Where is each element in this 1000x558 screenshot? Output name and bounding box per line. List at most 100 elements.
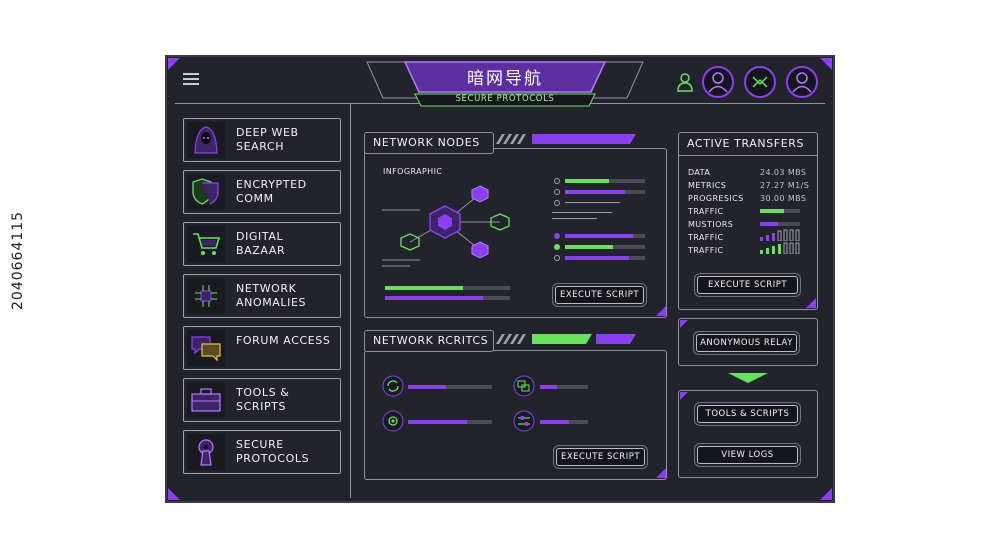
sidebar-item-network-anomalies[interactable]: NETWORK ANOMALIES xyxy=(183,274,341,318)
stock-id-watermark: 2040664115 xyxy=(10,210,26,310)
transfer-label: TRAFFIC xyxy=(688,233,724,242)
sidebar-item-label: DEEP WEB SEARCH xyxy=(236,126,299,153)
progress-bar-fill xyxy=(385,296,483,300)
status-dot xyxy=(554,233,560,239)
signal-bars-icon xyxy=(760,229,800,241)
metric-bar xyxy=(565,256,645,260)
progress-bar-fill xyxy=(385,286,463,290)
network-critics-panel xyxy=(364,350,667,480)
text-line xyxy=(565,202,620,203)
monitors-bar-fill xyxy=(760,222,778,226)
keyhole-icon xyxy=(187,434,225,470)
sidebar-item-label: ENCRYPTED COMM xyxy=(236,178,307,205)
sidebar-divider xyxy=(350,103,351,498)
active-transfers-panel xyxy=(678,132,818,310)
copy-windows-icon[interactable] xyxy=(513,375,535,397)
network-nodes-panel xyxy=(364,148,667,318)
network-critics-tab xyxy=(364,330,494,352)
metric-bar-fill xyxy=(565,256,629,260)
anonymous-relay-button[interactable]: ANONYMOUS RELAY xyxy=(696,334,797,352)
corner-accent xyxy=(806,298,816,308)
network-nodes-tab xyxy=(364,132,494,154)
view-logs-button[interactable]: VIEW LOGS xyxy=(697,446,798,464)
user-outline-icon[interactable] xyxy=(677,72,693,92)
hooded-figure-icon xyxy=(187,122,225,158)
sidebar-item-digital-bazaar[interactable]: DIGITAL BAZAAR xyxy=(183,222,341,266)
progress-bar xyxy=(385,296,510,300)
status-dot xyxy=(554,189,560,195)
sidebar-item-secure-protocols[interactable]: SECURE PROTOCOLS xyxy=(183,430,341,474)
execute-script-button[interactable]: EXECUTE SCRIPT xyxy=(555,286,644,304)
sidebar-item-deep-web-search[interactable]: DEEP WEB SEARCH xyxy=(183,118,341,162)
corner-accent xyxy=(680,320,688,328)
settings-gear-icon[interactable] xyxy=(382,410,404,432)
network-swap-icon[interactable] xyxy=(744,66,776,98)
panel-divider xyxy=(678,155,818,156)
metric-bar xyxy=(565,245,645,249)
node-metrics-list xyxy=(552,176,652,268)
execute-script-button[interactable]: EXECUTE SCRIPT xyxy=(556,448,645,466)
critic-bar xyxy=(408,385,492,389)
infographic-label: INFOGRAPHIC xyxy=(383,167,443,176)
page-title: 暗网导航 xyxy=(467,69,543,89)
metric-bar-fill xyxy=(565,234,633,238)
signal-bars-icon xyxy=(760,242,800,254)
execute-script-button[interactable]: EXECUTE SCRIPT xyxy=(697,276,798,294)
metric-bar-fill xyxy=(565,245,613,249)
hexagon-network-graphic xyxy=(382,185,510,267)
metric-bar-fill xyxy=(565,190,625,194)
transfer-label: TRAFFIC xyxy=(688,207,724,216)
toolbox-icon xyxy=(187,382,225,418)
critic-bar xyxy=(540,385,588,389)
hamburger-menu-icon[interactable] xyxy=(183,73,199,87)
transfer-value: 30.00 MBS xyxy=(760,194,807,203)
transfer-value: 27.27 M1/S xyxy=(760,181,810,190)
metric-bar xyxy=(565,179,645,183)
critic-bar-fill xyxy=(540,385,557,389)
tools-scripts-button[interactable]: TOOLS & SCRIPTS xyxy=(697,405,798,423)
corner-accent xyxy=(656,306,666,316)
sidebar-item-label: SECURE PROTOCOLS xyxy=(236,438,310,465)
monitors-bar xyxy=(760,222,800,226)
chat-bubbles-icon xyxy=(187,330,225,366)
relay-panel xyxy=(678,318,818,366)
status-dot xyxy=(554,200,560,206)
critic-bar-fill xyxy=(408,385,446,389)
transfer-label: MUSTIORS xyxy=(688,220,734,229)
status-dot xyxy=(554,255,560,261)
header-frame xyxy=(366,61,644,107)
text-line xyxy=(552,212,612,213)
sidebar-item-encrypted-comm[interactable]: ENCRYPTED COMM xyxy=(183,170,341,214)
refresh-icon[interactable] xyxy=(382,375,404,397)
text-line xyxy=(552,218,597,219)
critic-bar-fill xyxy=(408,420,467,424)
sidebar-item-label: NETWORK ANOMALIES xyxy=(236,282,307,309)
profile-avatar-icon-2[interactable] xyxy=(786,66,818,98)
shields-icon xyxy=(187,174,225,210)
traffic-bar xyxy=(760,209,800,213)
sliders-icon[interactable] xyxy=(513,410,535,432)
network-critics-title: NETWORK RCRITCS xyxy=(373,334,489,347)
actions-panel xyxy=(678,390,818,478)
transfer-label: DATA xyxy=(688,168,711,177)
sidebar-item-label: FORUM ACCESS xyxy=(236,334,331,347)
sidebar-item-tools-scripts[interactable]: TOOLS & SCRIPTS xyxy=(183,378,341,422)
profile-avatar-icon[interactable] xyxy=(702,66,734,98)
transfer-label: METRICS xyxy=(688,181,727,190)
page-subtitle: SECURE PROTOCOLS xyxy=(455,94,555,104)
metric-bar-fill xyxy=(565,179,609,183)
sidebar-item-forum-access[interactable]: FORUM ACCESS xyxy=(183,326,341,370)
network-nodes-title: NETWORK NODES xyxy=(373,136,480,149)
critic-bar-fill xyxy=(540,420,569,424)
status-dot xyxy=(554,178,560,184)
critic-bar xyxy=(540,420,588,424)
shopping-cart-icon xyxy=(187,226,225,262)
metric-bar xyxy=(565,234,645,238)
chevron-down-icon xyxy=(728,373,768,383)
critic-bar xyxy=(408,420,492,424)
transfer-label: TRAFFIC xyxy=(688,246,724,255)
transfer-label: PROGRESICS xyxy=(688,194,744,203)
corner-accent xyxy=(680,392,688,400)
sidebar-item-label: DIGITAL BAZAAR xyxy=(236,230,286,257)
chip-icon xyxy=(187,278,225,314)
